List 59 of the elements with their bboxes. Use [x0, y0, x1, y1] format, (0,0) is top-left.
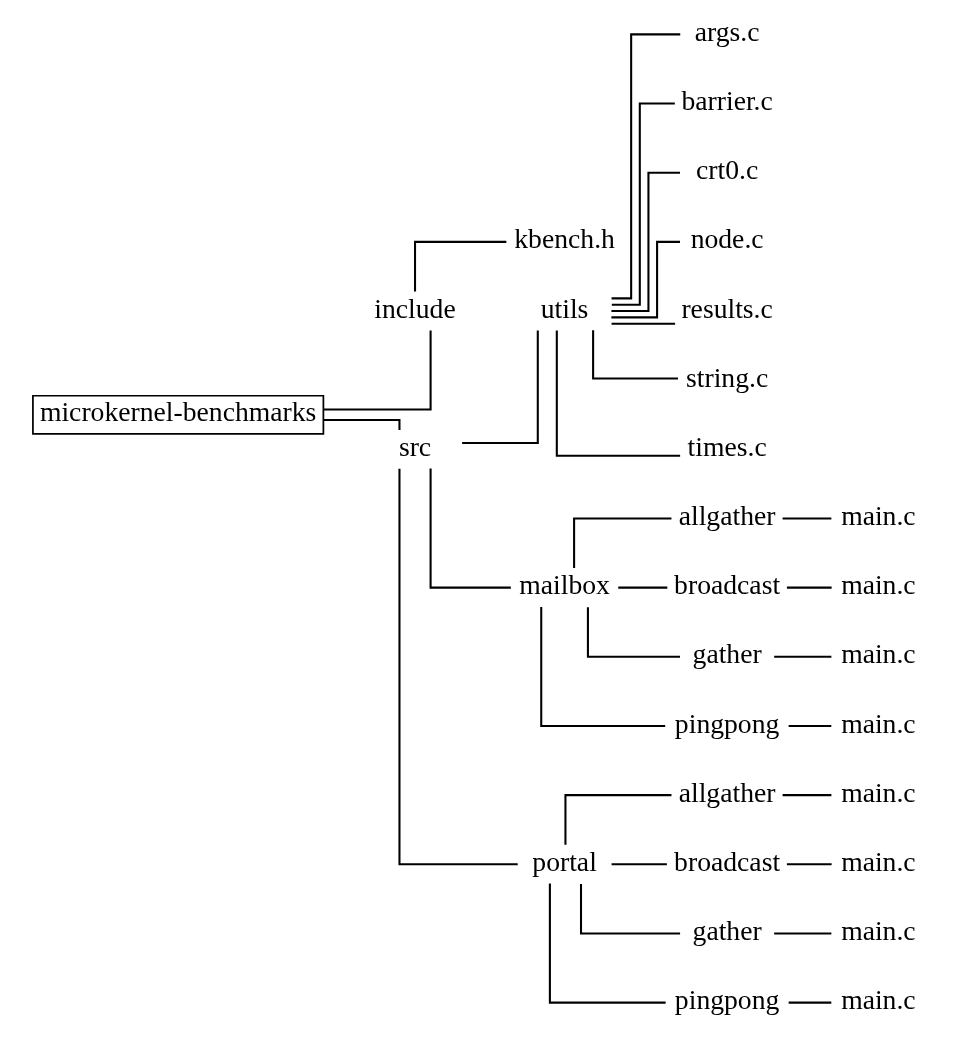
connector: [611, 102, 675, 306]
connector: [540, 606, 666, 727]
node-text: main.c: [841, 569, 916, 601]
node-text: node.c: [690, 223, 764, 255]
connector: [782, 517, 832, 520]
node-text: crt0.c: [696, 154, 759, 186]
node-text: main.c: [841, 915, 916, 947]
node-text: src: [398, 430, 432, 462]
connector: [774, 655, 832, 658]
connector: [611, 863, 667, 866]
node-text: main.c: [841, 707, 916, 739]
connector: [786, 863, 832, 866]
node-text: include: [374, 292, 456, 324]
connector: [611, 33, 681, 300]
connector: [579, 883, 681, 935]
connector: [592, 330, 678, 380]
connector: [414, 240, 507, 292]
connector: [786, 586, 832, 589]
connector: [618, 586, 668, 589]
node-text: allgather: [678, 776, 776, 808]
node-text: allgather: [678, 500, 776, 532]
connector: [564, 794, 672, 845]
connector: [782, 794, 832, 797]
node-text: main.c: [841, 500, 916, 532]
node-text: main.c: [841, 776, 916, 808]
connector: [788, 724, 832, 727]
connector: [573, 517, 672, 568]
connector: [611, 171, 680, 313]
connector: [611, 240, 680, 319]
node-text: mailbox: [519, 569, 610, 601]
node-text: gather: [692, 638, 762, 670]
node-text: broadcast: [674, 845, 781, 877]
node-text: pingpong: [674, 707, 780, 739]
connector: [398, 468, 518, 866]
connector: [774, 932, 832, 935]
node-text: times.c: [687, 430, 767, 462]
connector: [323, 330, 432, 411]
node-text: main.c: [841, 984, 916, 1016]
connector: [611, 322, 676, 325]
connector: [429, 468, 511, 589]
connector: [788, 1001, 832, 1004]
node-text: broadcast: [674, 569, 781, 601]
node-text: args.c: [694, 15, 760, 47]
node-text: kbench.h: [514, 223, 615, 255]
node-text: main.c: [841, 845, 916, 877]
node-text: utils: [540, 292, 589, 324]
node-text: gather: [692, 915, 762, 947]
node-text: barrier.c: [681, 85, 773, 117]
node-text: results.c: [681, 292, 773, 324]
connector: [548, 883, 666, 1004]
connector: [586, 607, 680, 658]
connector: [323, 418, 401, 430]
node-text: main.c: [841, 638, 916, 670]
connector: [555, 330, 681, 457]
node-text: pingpong: [674, 984, 780, 1016]
connector: [462, 330, 539, 445]
node-text: portal: [532, 845, 597, 877]
node-text: string.c: [686, 361, 769, 393]
node-box: microkernel-benchmarks: [32, 394, 325, 435]
